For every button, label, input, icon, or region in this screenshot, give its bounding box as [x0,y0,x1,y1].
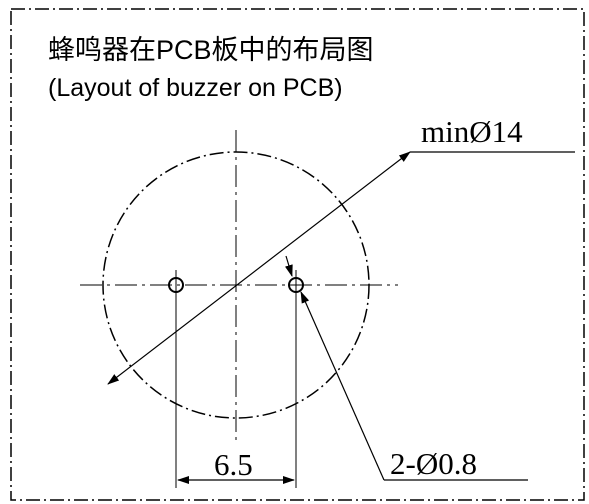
outline-diameter-label: minØ14 [421,114,523,149]
hole-spacing-label: 6.5 [214,447,253,482]
hole-spec-label: 2-Ø0.8 [390,446,477,481]
title-chinese: 蜂鸣器在PCB板中的布局图 [48,35,374,65]
hole-tick-arrow [285,255,293,277]
title-english: (Layout of buzzer on PCB) [48,74,343,102]
diameter-leader-line [107,151,411,385]
hole-spec-leader-line [300,291,385,481]
border-frame [10,8,585,501]
